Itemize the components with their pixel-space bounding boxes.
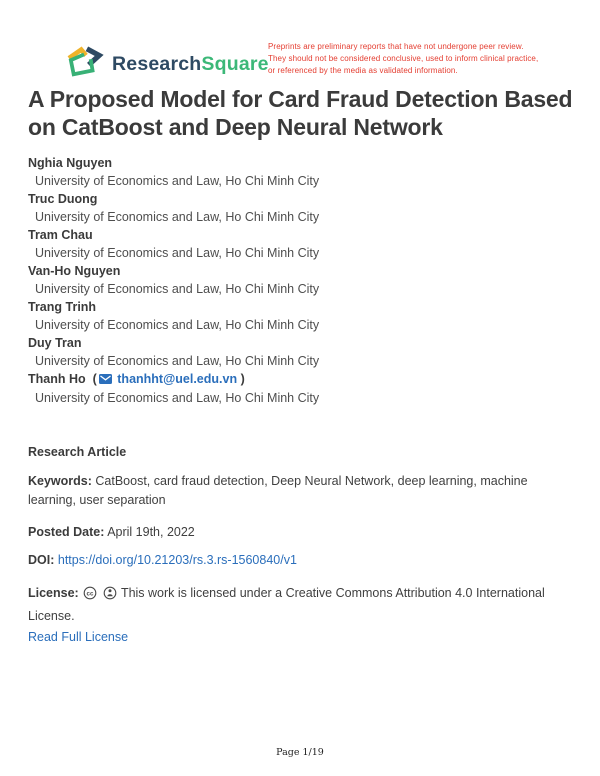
author-name: Duy Tran (28, 336, 82, 350)
page-number-indicator: Page 1/19 (276, 747, 324, 758)
author-affiliation: University of Economics and Law, Ho Chi … (35, 354, 320, 368)
doi-label: DOI: (28, 553, 55, 567)
research-square-logo: ResearchSquare (66, 45, 269, 84)
paren-close: ) (240, 372, 245, 386)
author-name: Trang Trinh (28, 300, 97, 314)
author-row: Truc Duong University of Economics and L… (28, 190, 576, 226)
posted-date-label: Posted Date: (28, 525, 105, 539)
author-row: Van-Ho Nguyen University of Economics an… (28, 262, 576, 298)
author-affiliation: University of Economics and Law, Ho Chi … (35, 391, 320, 405)
research-square-wordmark: ResearchSquare (112, 53, 269, 75)
research-square-logo-icon (66, 45, 104, 84)
article-type-label: Research Article (28, 445, 127, 459)
author-row: Duy Tran University of Economics and Law… (28, 334, 576, 370)
posted-date-value: April 19th, 2022 (107, 525, 195, 539)
corresponding-author-email-link[interactable]: thanhht@uel.edu.vn (117, 372, 238, 386)
cc-icon: cc (83, 586, 97, 606)
svg-text:cc: cc (87, 590, 94, 597)
author-affiliation: University of Economics and Law, Ho Chi … (35, 246, 320, 260)
license-line: License: cc This work is licensed under … (28, 583, 576, 647)
license-text: This work is licensed under a Creative C… (28, 586, 545, 623)
disclaimer-line-2: They should not be considered conclusive… (268, 53, 539, 63)
author-affiliation: University of Economics and Law, Ho Chi … (35, 174, 320, 188)
paren-open: ( (92, 372, 97, 386)
paper-title: A Proposed Model for Card Fraud Detectio… (28, 86, 573, 140)
preprint-disclaimer: Preprints are preliminary reports that h… (268, 41, 560, 76)
author-name: Tram Chau (28, 228, 93, 242)
posted-date-line: Posted Date: April 19th, 2022 (28, 523, 576, 542)
author-affiliation: University of Economics and Law, Ho Chi … (35, 318, 320, 332)
doi-link[interactable]: https://doi.org/10.21203/rs.3.rs-1560840… (57, 553, 297, 567)
author-name-with-email: Thanh Ho ( thanhht@uel.edu.vn ) (28, 370, 576, 389)
disclaimer-line-1: Preprints are preliminary reports that h… (268, 42, 524, 51)
paper-content: A Proposed Model for Card Fraud Detectio… (28, 86, 576, 647)
license-label: License: (28, 586, 79, 600)
envelope-icon (98, 371, 112, 389)
author-row: Tram Chau University of Economics and La… (28, 226, 576, 262)
author-name: Nghia Nguyen (28, 156, 113, 170)
author-row: Nghia Nguyen University of Economics and… (28, 154, 576, 190)
cc-by-attribution-icon (103, 586, 117, 606)
disclaimer-line-3: or referenced by the media as validated … (268, 65, 458, 75)
doi-line: DOI: https://doi.org/10.21203/rs.3.rs-15… (28, 551, 576, 570)
author-affiliation: University of Economics and Law, Ho Chi … (35, 282, 320, 296)
author-name: Van-Ho Nguyen (28, 264, 121, 278)
author-email-group: ( thanhht@uel.edu.vn ) (89, 372, 245, 386)
author-row: Trang Trinh University of Economics and … (28, 298, 576, 334)
author-name: Thanh Ho (28, 372, 86, 386)
author-affiliation: University of Economics and Law, Ho Chi … (35, 210, 320, 224)
keywords-label: Keywords: (28, 474, 92, 488)
read-full-license-link[interactable]: Read Full License (28, 629, 129, 644)
author-name: Truc Duong (28, 192, 98, 206)
author-list: Nghia Nguyen University of Economics and… (28, 154, 576, 407)
keywords-value: CatBoost, card fraud detection, Deep Neu… (28, 474, 528, 507)
author-row-corresponding: Thanh Ho ( thanhht@uel.edu.vn ) Universi… (28, 370, 576, 407)
keywords-paragraph: Keywords: CatBoost, card fraud detection… (28, 472, 576, 510)
